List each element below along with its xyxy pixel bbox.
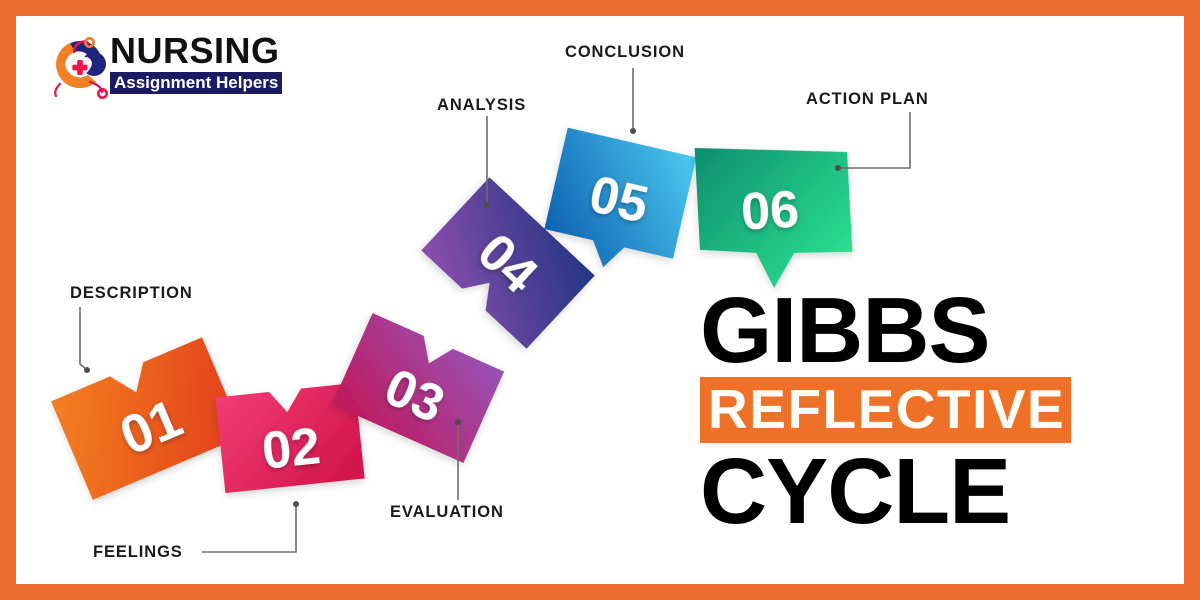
- headline-highlight-bar: REFLECTIVE: [700, 377, 1072, 443]
- brand-tagline: Assignment Helpers: [110, 72, 283, 94]
- headline-line-2: REFLECTIVE: [708, 378, 1066, 440]
- leader-dot-description: [84, 367, 90, 373]
- step-label-conclusion: CONCLUSION: [565, 43, 685, 61]
- leader-dot-conclusion: [630, 128, 636, 134]
- leader-line-description: [79, 307, 87, 370]
- nursing-stethoscope-heart-logo-icon: [44, 30, 120, 106]
- step-label-action-plan: ACTION PLAN: [806, 90, 929, 108]
- leader-dot-analysis: [484, 202, 490, 208]
- step-label-feelings: FEELINGS: [93, 543, 183, 561]
- step-label-evaluation: EVALUATION: [390, 503, 504, 521]
- brand-logo: NURSING Assignment Helpers: [44, 26, 304, 108]
- step-label-analysis: ANALYSIS: [437, 96, 527, 114]
- leader-line-action-plan: [840, 112, 911, 169]
- headline-line-1: GIBBS: [700, 278, 991, 382]
- brand-wordmark: NURSING Assignment Helpers: [110, 32, 300, 94]
- brand-name: NURSING: [110, 30, 280, 71]
- leader-dot-action-plan: [835, 165, 841, 171]
- step-segment-05: [544, 127, 697, 268]
- step-number-05: 05: [584, 165, 653, 235]
- headline-block: GIBBS REFLECTIVE CYCLE: [700, 278, 1170, 543]
- step-segment-04: [421, 177, 595, 349]
- step-label-description: DESCRIPTION: [70, 284, 193, 302]
- leader-line-feelings: [202, 506, 297, 553]
- leader-dot-evaluation: [455, 419, 461, 425]
- step-segment-03: [331, 313, 505, 463]
- step-number-02: 02: [259, 417, 323, 481]
- step-segment-06: [694, 147, 853, 288]
- step-number-06: 06: [740, 181, 801, 242]
- step-segment-01: [51, 337, 244, 500]
- leader-dot-feelings: [293, 501, 299, 507]
- headline-line-3: CYCLE: [700, 439, 1011, 543]
- step-segment-02: [215, 382, 365, 494]
